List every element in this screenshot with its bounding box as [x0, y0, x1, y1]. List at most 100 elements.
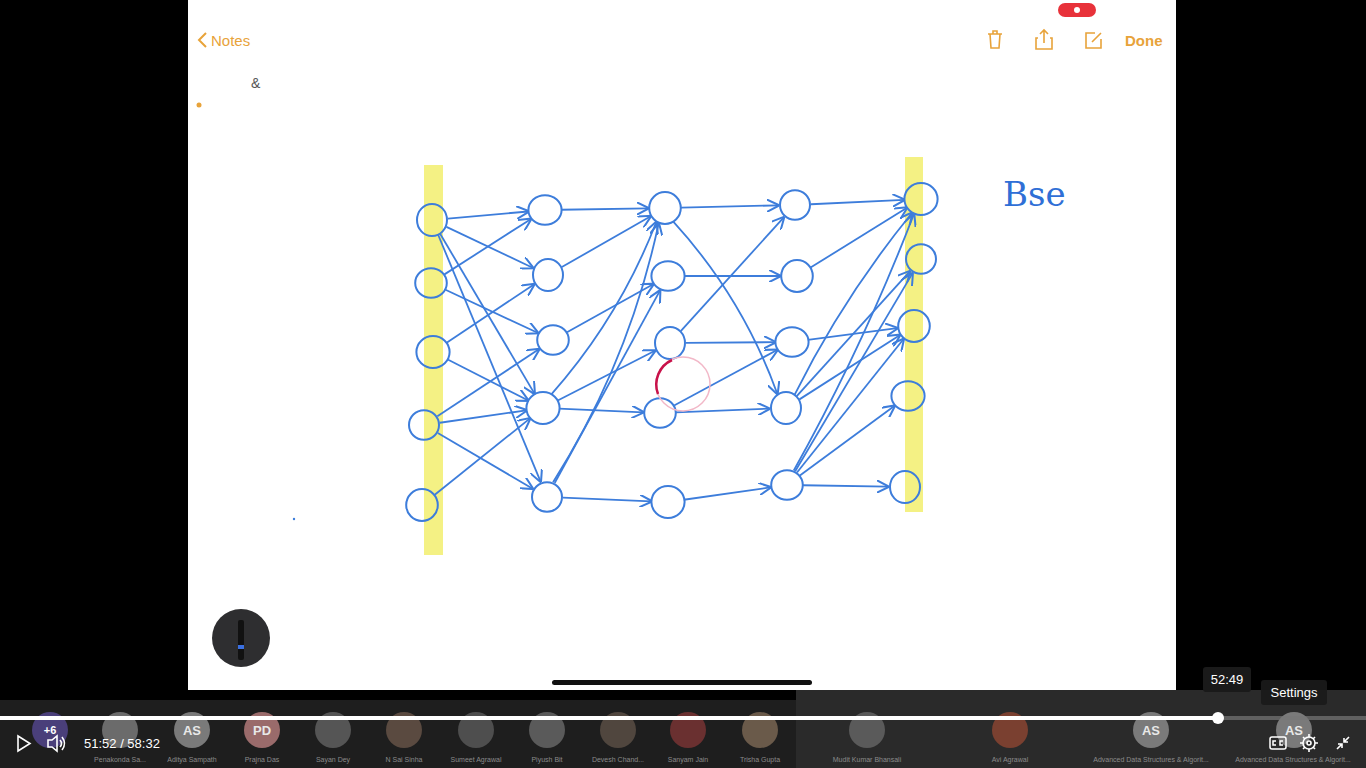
graph-arrow — [562, 216, 650, 267]
graph-arrow — [797, 339, 903, 472]
participant-name-text: Advanced Data Structures & Algorit... — [1235, 756, 1351, 763]
participant-name: Advanced Data Structures & Algorit... — [1235, 756, 1351, 763]
handwritten-note: Bse — [1003, 177, 1066, 211]
participant-name-text: Sayan Dey — [316, 756, 350, 763]
progress-track — [0, 716, 1366, 720]
graph-vertex — [651, 486, 684, 518]
participant-name: Aditya Sampath — [167, 756, 216, 763]
graph-arrow — [686, 341, 775, 344]
graph-arrow — [440, 234, 534, 394]
avatar-initials: +6 — [44, 725, 57, 736]
participant-name: Sumeet Agrawal — [451, 756, 502, 763]
pencil-icon — [238, 620, 244, 660]
graph-vertex — [644, 398, 676, 428]
avatar-initials: AS — [1285, 724, 1303, 737]
record-dot — [1074, 7, 1080, 13]
graph-vertex — [904, 183, 937, 215]
avatar-initials-text: AS — [183, 723, 201, 738]
graph-vertex — [417, 204, 447, 236]
participant-name: Prajna Das — [245, 756, 280, 763]
participant-name: N Sai Sinha — [386, 756, 423, 763]
graph-arrow — [559, 409, 643, 413]
graph-arrow — [794, 214, 914, 470]
graph-arrow — [434, 419, 529, 495]
participant-name: Devesh Chand... — [592, 756, 644, 763]
hover-time: 52:49 — [1211, 673, 1244, 686]
graph-arrow — [557, 351, 655, 401]
home-indicator — [552, 680, 812, 685]
avatar-initials-text: AS — [1285, 723, 1303, 738]
graph-arrow — [795, 274, 912, 472]
graph-vertex — [898, 310, 930, 342]
graph-vertex — [781, 260, 813, 292]
record-pill — [1058, 3, 1096, 17]
avatar-initials: AS — [1142, 724, 1160, 737]
time-display: 51:52 / 58:32 — [84, 737, 160, 750]
cc-icon — [1270, 737, 1286, 749]
graph-arrow — [448, 211, 528, 218]
graph-arrow — [681, 218, 784, 332]
avatar-initials-text: AS — [1142, 723, 1160, 738]
graph-arrow — [803, 485, 888, 486]
time-tooltip — [1203, 667, 1251, 692]
graph-arrow — [551, 223, 656, 395]
graph-arrow — [681, 205, 778, 207]
graph-vertex — [537, 325, 569, 355]
graph-vertex — [649, 192, 681, 224]
highlight-band — [905, 157, 923, 512]
graph-vertex — [528, 195, 561, 225]
participant-name-text: Sumeet Agrawal — [451, 756, 502, 763]
highlight-band — [424, 165, 443, 555]
participant-name-text: N Sai Sinha — [386, 756, 423, 763]
progress-knob — [1212, 712, 1224, 724]
participant-name: Piyush Bit — [531, 756, 562, 763]
toolbar-icons — [988, 30, 1101, 49]
participant-name: Sanyam Jain — [668, 756, 708, 763]
pencil-button — [212, 609, 270, 667]
tooltip-text: Settings — [1271, 686, 1318, 699]
graph-arrow — [440, 410, 526, 422]
avatar-initials: PD — [253, 724, 271, 737]
minimize-icon — [1337, 737, 1349, 749]
graph-vertex — [533, 259, 563, 291]
graph-vertex — [655, 327, 685, 359]
participant-name-text: Piyush Bit — [531, 756, 562, 763]
graph-vertex — [651, 261, 684, 291]
volume-icon — [48, 736, 65, 751]
graph-vertex — [415, 268, 447, 298]
graph-arrow — [445, 290, 537, 333]
graph-vertex — [890, 471, 920, 503]
play-icon — [18, 736, 30, 751]
participant-name-text: Trisha Gupta — [740, 756, 780, 763]
graph-arrow — [444, 219, 530, 274]
back-link: Notes — [211, 33, 250, 48]
graph-arrow — [811, 200, 904, 204]
graph-vertex — [406, 489, 438, 521]
back-link-text: Notes — [211, 32, 250, 49]
participant-name-text: Prajna Das — [245, 756, 280, 763]
spinner-arc — [656, 360, 672, 394]
avatar-initials: AS — [183, 724, 201, 737]
notes-panel — [188, 0, 1176, 690]
participant-name: Avi Agrawal — [992, 756, 1028, 763]
graph-arrow — [684, 487, 770, 499]
time-display-text: 51:52 / 58:32 — [84, 736, 160, 751]
tooltip-text-text: Settings — [1271, 685, 1318, 700]
participant-name: Trisha Gupta — [740, 756, 780, 763]
participant-name-text: Mudit Kumar Bhansali — [833, 756, 901, 763]
participant-name-text: Sanyam Jain — [668, 756, 708, 763]
participant-name: Mudit Kumar Bhansali — [833, 756, 901, 763]
note-text-text: & — [251, 75, 260, 91]
avatar-initials-text: +6 — [44, 724, 57, 736]
graph-arrow — [800, 406, 894, 475]
flow-graph-drawing — [406, 183, 937, 521]
participant-name-text: Devesh Chand... — [592, 756, 644, 763]
participant-name-text: Aditya Sampath — [167, 756, 216, 763]
graph-vertex — [891, 381, 924, 411]
orange-dot — [197, 103, 202, 108]
graph-vertex — [532, 482, 562, 512]
graph-arrow — [799, 335, 899, 399]
graph-arrow — [555, 291, 660, 483]
graph-vertex — [780, 190, 810, 220]
